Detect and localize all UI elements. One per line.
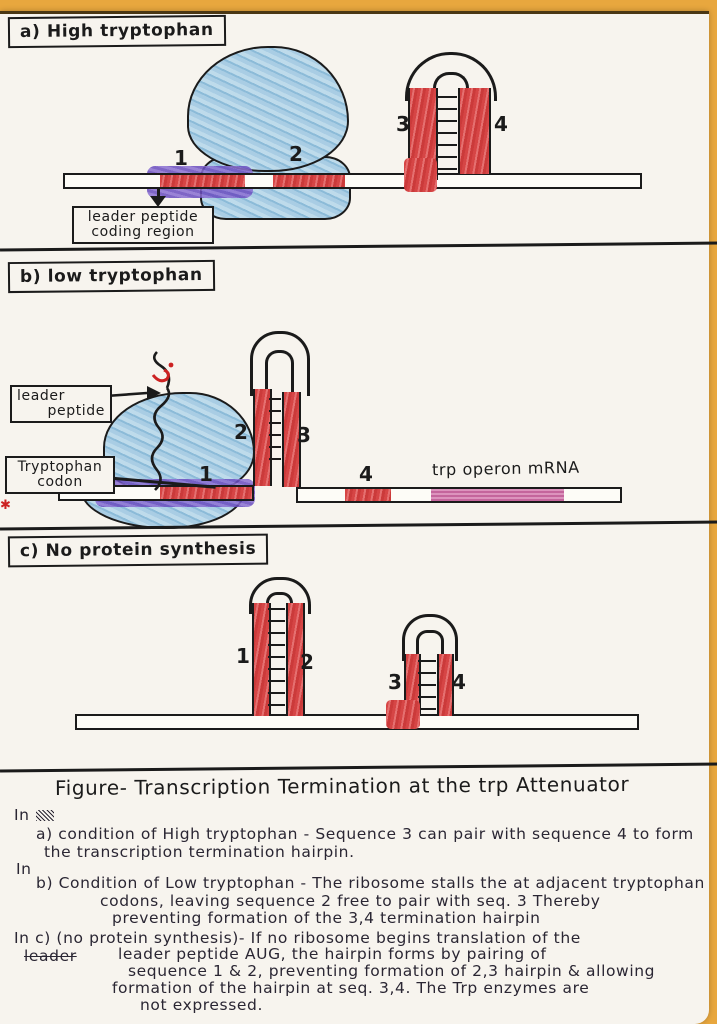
trp-codon-line2: codon — [37, 474, 83, 490]
leader-box-line2: coding region — [91, 224, 195, 240]
hairpin-stem-3-b — [282, 392, 301, 487]
red-pen-mark: ✱ — [0, 498, 11, 513]
trp-codon-line1: Tryptophan — [17, 459, 103, 475]
note-a-intro: In — [14, 806, 54, 824]
seq-label-4-a: 4 — [494, 112, 508, 136]
note-a-intro-text: In — [14, 806, 30, 824]
leader-box-line1: leader peptide — [87, 209, 199, 225]
hairpin-stem-4-c — [437, 654, 454, 716]
panel-a-title-text: a) High tryptophan — [19, 19, 214, 43]
seq-label-3-b: 3 — [297, 423, 311, 447]
red-crayon-spill-a — [404, 158, 437, 192]
nascent-peptide-squiggle — [105, 351, 174, 491]
arrow-stem-a — [157, 189, 160, 197]
sequence-4-segment-b — [345, 487, 391, 503]
note-c-line4: formation of the hairpin at seq. 3,4. Th… — [112, 979, 590, 997]
seq-label-1-c: 1 — [236, 644, 250, 668]
base-pair-rungs-3-4-c — [418, 660, 436, 712]
panel-b-title-text: b) low tryptophan — [19, 265, 203, 287]
panel-b-title: b) low tryptophan — [7, 259, 215, 294]
hairpin-stem-4-a — [458, 88, 491, 174]
seq-label-4-b: 4 — [359, 462, 373, 486]
tryptophan-codon-box: Tryptophan codon — [5, 456, 115, 494]
seq-label-2-a: 2 — [289, 142, 303, 166]
seq-label-3-c: 3 — [388, 670, 402, 694]
sequence-1-segment-a — [160, 173, 245, 189]
note-c-struck-word: leader — [24, 947, 77, 965]
seq-label-3-a: 3 — [396, 112, 410, 136]
panel-c-title-text: c) No protein synthesis — [19, 538, 257, 562]
hairpin-stem-2-c — [286, 603, 305, 716]
ribosome-large-subunit-a — [187, 46, 349, 172]
seq-label-2-b: 2 — [234, 420, 248, 444]
base-pair-rungs-a — [436, 96, 457, 174]
leader-coding-region-box: leader peptide coding region — [72, 206, 214, 244]
base-pair-rungs-b — [269, 398, 281, 464]
trp-operon-mrna-label: trp operon mRNA — [431, 457, 580, 480]
leader-peptide-line2: peptide — [47, 403, 105, 419]
leader-peptide-line1: leader — [17, 388, 65, 404]
ink-scribble — [35, 810, 54, 821]
seq-label-2-c: 2 — [300, 650, 314, 674]
trp-operon-mrna-segment-b — [431, 487, 564, 503]
note-c-line5: not expressed. — [140, 996, 264, 1014]
note-c-line3: sequence 1 & 2, preventing formation of … — [128, 962, 656, 980]
seq-label-1-a: 1 — [174, 146, 188, 170]
seq-label-1-b: 1 — [199, 462, 213, 486]
note-b-intro: In — [16, 860, 32, 878]
note-c-line1: In c) (no protein synthesis)- If no ribo… — [14, 929, 581, 947]
leader-peptide-box: leader peptide — [10, 385, 112, 423]
figure-caption: Figure- Transcription Termination at the… — [54, 771, 630, 801]
note-b-line3: preventing formation of the 3,4 terminat… — [112, 909, 541, 927]
mrna-bar-a — [63, 173, 642, 189]
seq-label-4-c: 4 — [452, 670, 466, 694]
note-b-line1: b) Condition of Low tryptophan - The rib… — [36, 874, 705, 892]
note-c-line2: leader peptide AUG, the hairpin forms by… — [118, 945, 547, 963]
base-pair-rungs-1-2-c — [268, 608, 285, 710]
panel-c-title: c) No protein synthesis — [7, 533, 269, 568]
note-a-line2: the transcription termination hairpin. — [44, 843, 355, 861]
note-b-line2: codons, leaving sequence 2 free to pair … — [100, 892, 601, 910]
sequence-2-segment-a — [273, 173, 345, 189]
red-crayon-spill-c — [386, 700, 420, 729]
panel-a-title: a) High tryptophan — [7, 14, 226, 49]
note-a-line1: a) condition of High tryptophan - Sequen… — [36, 825, 694, 843]
down-arrow-icon — [150, 196, 166, 207]
mrna-bar-c — [75, 714, 639, 730]
